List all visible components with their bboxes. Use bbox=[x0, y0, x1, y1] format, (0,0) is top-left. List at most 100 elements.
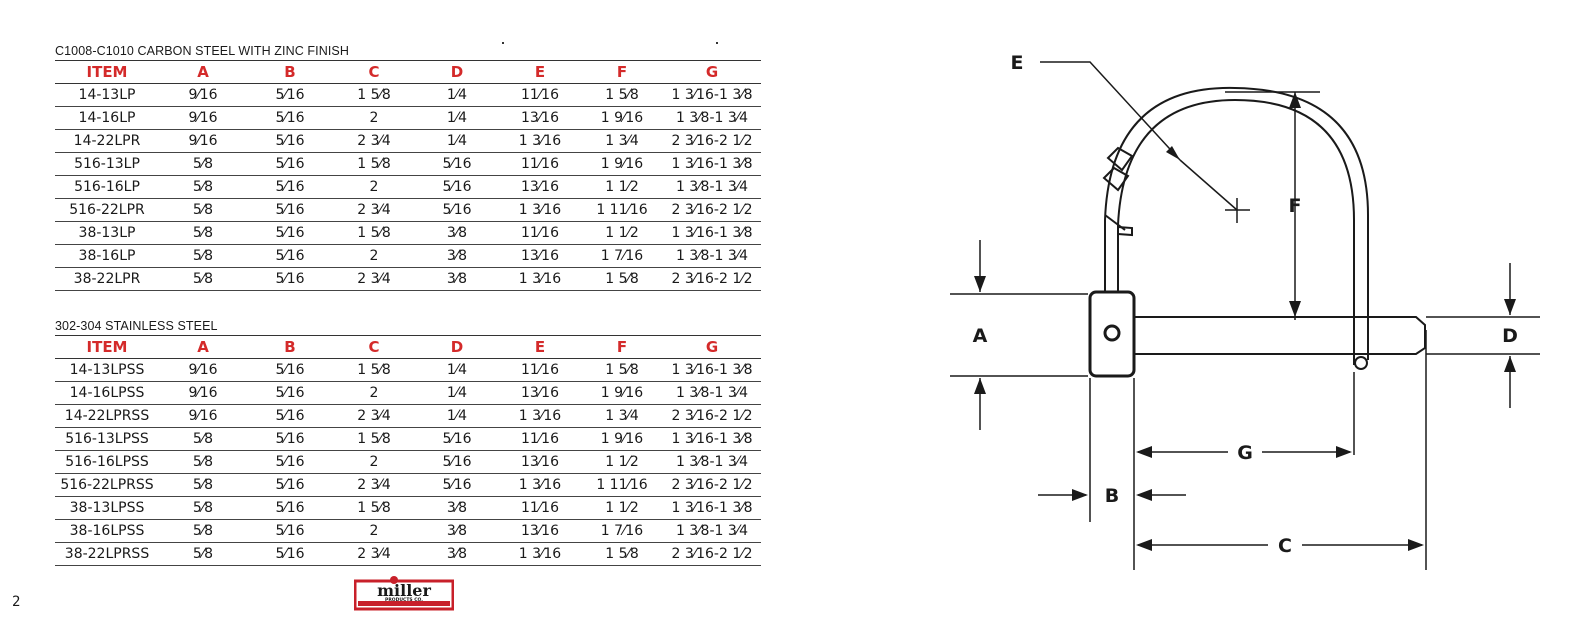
dimension-cell: 3⁄8 bbox=[415, 267, 499, 291]
dimension-cell: 3⁄8 bbox=[415, 542, 499, 566]
item-cell: 38-16LPSS bbox=[55, 519, 159, 543]
dimension-cell: 2 3⁄4 bbox=[333, 129, 415, 153]
dimension-cell: 1 11⁄16 bbox=[581, 473, 663, 497]
dimension-cell: 11⁄16 bbox=[499, 221, 581, 245]
arrowheads bbox=[974, 92, 1516, 551]
dimension-cell: 5⁄16 bbox=[247, 152, 333, 176]
dimension-cell: 5⁄16 bbox=[247, 473, 333, 497]
dimension-cell: 5⁄16 bbox=[415, 450, 499, 474]
dimension-cell: 13⁄16 bbox=[499, 519, 581, 543]
dimension-cell: 1⁄4 bbox=[415, 358, 499, 382]
dimension-cell: 2 3⁄16-2 1⁄2 bbox=[663, 198, 761, 222]
dimension-cell: 1⁄4 bbox=[415, 381, 499, 405]
dimension-cell: 1⁄4 bbox=[415, 129, 499, 153]
dimension-cell: 5⁄16 bbox=[415, 473, 499, 497]
dimension-cell: 5⁄16 bbox=[247, 427, 333, 451]
dimension-cell: 5⁄8 bbox=[159, 175, 247, 199]
dimension-cell: 1 3⁄16 bbox=[499, 473, 581, 497]
dimension-cell: 3⁄8 bbox=[415, 519, 499, 543]
column-header-a: A bbox=[159, 61, 247, 84]
item-cell: 38-13LP bbox=[55, 221, 159, 245]
page-number: 2 bbox=[12, 594, 22, 610]
dimension-cell: 5⁄16 bbox=[247, 129, 333, 153]
dimension-cell: 2 bbox=[333, 381, 415, 405]
dimension-cell: 11⁄16 bbox=[499, 152, 581, 176]
dimension-cell: 1 3⁄16-1 3⁄8 bbox=[663, 358, 761, 382]
dimension-cell: 5⁄16 bbox=[247, 542, 333, 566]
dimension-cell: 5⁄16 bbox=[247, 198, 333, 222]
table-title: C1008-C1010 CARBON STEEL WITH ZINC FINIS… bbox=[55, 43, 761, 61]
dimension-cell: 5⁄16 bbox=[247, 244, 333, 268]
column-header-item: ITEM bbox=[55, 61, 159, 84]
dimension-cell: 1 3⁄8-1 3⁄4 bbox=[663, 381, 761, 405]
dimension-cell: 5⁄16 bbox=[247, 381, 333, 405]
item-cell: 14-16LP bbox=[55, 106, 159, 130]
label-b: B bbox=[1105, 485, 1119, 507]
column-header-e: E bbox=[499, 61, 581, 84]
dimension-cell: 13⁄16 bbox=[499, 175, 581, 199]
speck bbox=[502, 42, 504, 44]
dimension-cell: 2 3⁄4 bbox=[333, 404, 415, 428]
item-cell: 516-13LPSS bbox=[55, 427, 159, 451]
item-cell: 516-16LP bbox=[55, 175, 159, 199]
dimension-cell: 1 3⁄8-1 3⁄4 bbox=[663, 244, 761, 268]
label-a: A bbox=[973, 325, 988, 347]
column-header-c: C bbox=[333, 61, 415, 84]
dimension-cell: 1 3⁄16 bbox=[499, 404, 581, 428]
item-cell: 38-13LPSS bbox=[55, 496, 159, 520]
dimension-cell: 1 3⁄16 bbox=[499, 129, 581, 153]
dimension-cell: 1 5⁄8 bbox=[333, 427, 415, 451]
dimension-cell: 1⁄4 bbox=[415, 404, 499, 428]
dimension-cell: 2 bbox=[333, 175, 415, 199]
item-cell: 516-13LP bbox=[55, 152, 159, 176]
dimension-cell: 5⁄16 bbox=[247, 106, 333, 130]
dimension-cell: 1 5⁄8 bbox=[581, 542, 663, 566]
dimension-cell: 1 3⁄8-1 3⁄4 bbox=[663, 519, 761, 543]
dimension-cell: 5⁄8 bbox=[159, 519, 247, 543]
dimension-cell: 1 1⁄2 bbox=[581, 221, 663, 245]
dimension-cell: 9⁄16 bbox=[159, 358, 247, 382]
dimension-cell: 5⁄16 bbox=[247, 496, 333, 520]
dimension-cell: 3⁄8 bbox=[415, 496, 499, 520]
dimension-cell: 5⁄16 bbox=[415, 175, 499, 199]
dimension-cell: 13⁄16 bbox=[499, 244, 581, 268]
dimension-cell: 5⁄8 bbox=[159, 221, 247, 245]
dimension-cell: 1 1⁄2 bbox=[581, 496, 663, 520]
dimension-cell: 2 3⁄16-2 1⁄2 bbox=[663, 542, 761, 566]
dimension-cell: 1 5⁄8 bbox=[333, 496, 415, 520]
label-d: D bbox=[1502, 325, 1518, 347]
column-header-f: F bbox=[581, 61, 663, 84]
item-cell: 14-22LPR bbox=[55, 129, 159, 153]
column-header-c: C bbox=[333, 336, 415, 359]
dimension-cell: 1 3⁄16 bbox=[499, 542, 581, 566]
dimension-cell: 1⁄4 bbox=[415, 106, 499, 130]
dimension-cell: 11⁄16 bbox=[499, 496, 581, 520]
dimension-cell: 2 3⁄16-2 1⁄2 bbox=[663, 267, 761, 291]
dimension-cell: 2 3⁄4 bbox=[333, 267, 415, 291]
dimension-cell: 5⁄8 bbox=[159, 198, 247, 222]
dimension-cell: 2 3⁄4 bbox=[333, 473, 415, 497]
dimension-cell: 1 9⁄16 bbox=[581, 427, 663, 451]
item-cell: 14-13LP bbox=[55, 83, 159, 107]
dimension-cell: 11⁄16 bbox=[499, 83, 581, 107]
miller-logo: miller PRODUCTS CO. bbox=[354, 576, 454, 611]
dimension-cell: 1 3⁄16-1 3⁄8 bbox=[663, 152, 761, 176]
dimension-cell: 3⁄8 bbox=[415, 221, 499, 245]
dimension-cell: 13⁄16 bbox=[499, 381, 581, 405]
dimension-cell: 3⁄8 bbox=[415, 244, 499, 268]
dimension-cell: 1 5⁄8 bbox=[333, 358, 415, 382]
dimension-cell: 5⁄16 bbox=[247, 450, 333, 474]
column-header-d: D bbox=[415, 336, 499, 359]
column-header-b: B bbox=[247, 61, 333, 84]
